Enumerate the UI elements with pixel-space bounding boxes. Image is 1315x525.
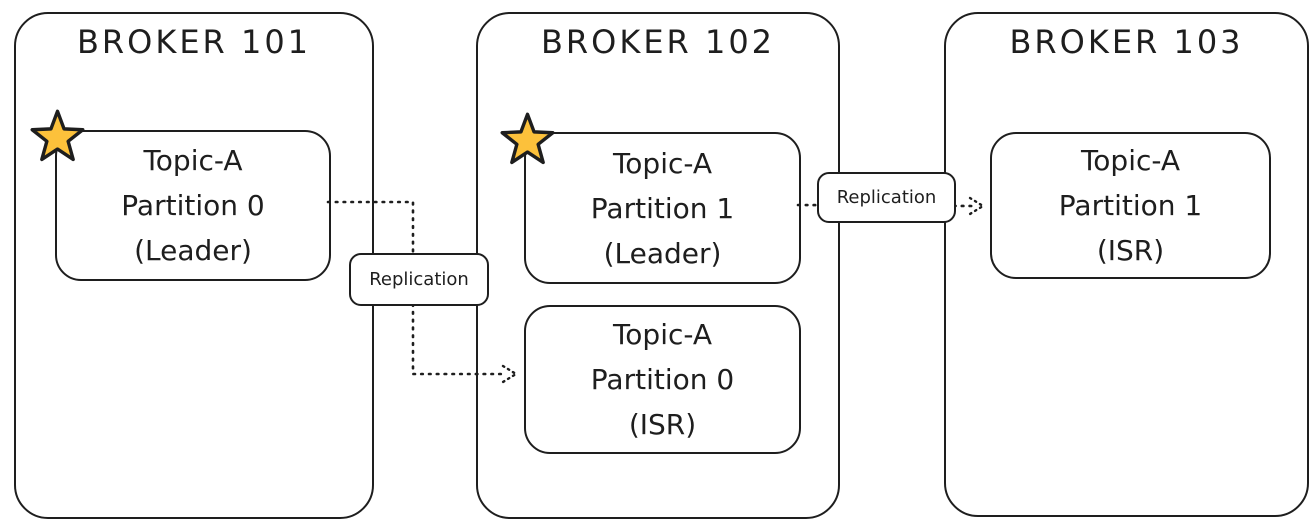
partition-topic-line: Topic-A <box>1080 144 1181 177</box>
broker-103-title: BROKER 103 <box>1009 23 1244 61</box>
star-shape <box>30 109 85 162</box>
broker-102-title: BROKER 102 <box>540 23 776 61</box>
partition-topic-line: Topic-A <box>612 146 713 180</box>
partition-number-line: Partition 1 <box>1058 189 1203 222</box>
partition-role-line: (Leader) <box>134 234 252 267</box>
partition-number-line: Partition 0 <box>121 189 265 222</box>
partition-box-topic-a-p1-leader: Topic-A Partition 1 (Leader) <box>524 132 801 284</box>
partition-topic-line: Topic-A <box>612 318 713 351</box>
partition-number-line: Partition 0 <box>590 363 735 396</box>
partition-role-line: (ISR) <box>1096 234 1165 267</box>
star-icon <box>500 112 555 165</box>
broker-box-103: BROKER 103 Topic-A Partition 1 (ISR) <box>944 12 1309 517</box>
replication-label: Replication <box>349 253 489 306</box>
replication-label: Replication <box>817 172 956 223</box>
partition-role-line: (Leader) <box>603 236 722 270</box>
broker-box-102: BROKER 102 Topic-A Partition 1 (Leader) … <box>476 12 840 519</box>
partition-box-topic-a-p0-leader: Topic-A Partition 0 (Leader) <box>55 130 331 281</box>
star-icon <box>30 109 85 162</box>
partition-role-line: (ISR) <box>628 408 697 441</box>
partition-box-topic-a-p1-isr: Topic-A Partition 1 (ISR) <box>990 132 1271 279</box>
partition-number-line: Partition 1 <box>590 191 735 225</box>
star-shape <box>500 112 555 165</box>
broker-box-101: BROKER 101 Topic-A Partition 0 (Leader) <box>14 12 374 519</box>
partition-topic-line: Topic-A <box>143 144 243 177</box>
broker-101-title: BROKER 101 <box>76 23 312 61</box>
partition-box-topic-a-p0-isr: Topic-A Partition 0 (ISR) <box>524 305 801 454</box>
